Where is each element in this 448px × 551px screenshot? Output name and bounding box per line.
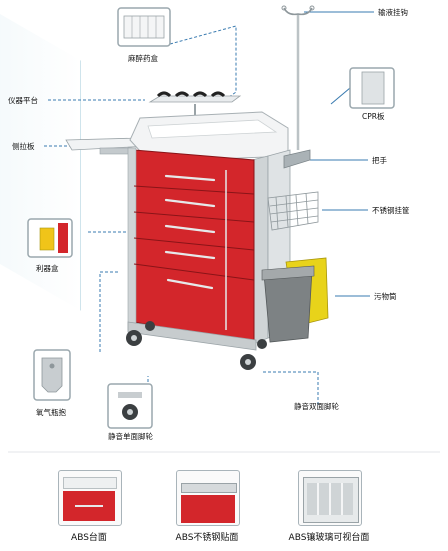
steel-basket-drawing <box>267 191 319 231</box>
label-side-pull-board: 侧拉板 <box>12 142 35 151</box>
single-caster-drawing <box>107 383 153 429</box>
tile-abs-top <box>58 470 122 526</box>
drawer-handles <box>164 174 216 290</box>
label-silent-single-caster: 静音单面脚轮 <box>108 432 153 441</box>
leader-oxygen-holder <box>99 271 120 352</box>
caption-abs-glass-top: ABS镶玻璃可视台面 <box>288 533 370 543</box>
label-iv-pole: 输液挂钩 <box>378 8 408 17</box>
leader-double-caster <box>262 371 319 405</box>
label-anesthesia-box: 麻醉药盒 <box>128 54 158 63</box>
caster-wheels <box>126 321 267 370</box>
label-silent-double-caster: 静音双面脚轮 <box>294 402 339 411</box>
leader-cpr-board <box>330 87 351 105</box>
label-cpr-board: CPR板 <box>362 112 385 121</box>
tile-abs-glass-top <box>298 470 362 526</box>
caption-abs-top: ABS台面 <box>71 533 107 543</box>
leader-anesthesia-box <box>169 25 237 101</box>
gray-waste-bin <box>263 269 313 343</box>
label-instrument-platform: 仪器平台 <box>8 96 38 105</box>
label-sharps-box: 利器盒 <box>36 264 59 273</box>
label-handle: 把手 <box>372 156 387 165</box>
cpr-board-drawing <box>349 67 395 109</box>
label-steel-basket: 不锈钢挂筐 <box>372 206 410 215</box>
label-oxygen-holder: 氧气瓶抱 <box>36 408 66 417</box>
handle-drawing <box>283 149 311 169</box>
iv-pole-drawing <box>281 5 315 150</box>
label-waste-bin: 污物筒 <box>374 292 397 301</box>
tile-abs-steel-top <box>176 470 240 526</box>
anesthesia-box-drawing <box>117 7 171 47</box>
sharps-box-drawing <box>27 218 73 258</box>
oxygen-holder-drawing <box>33 349 71 401</box>
caption-abs-steel-top: ABS不锈钢贴面 <box>175 533 239 543</box>
